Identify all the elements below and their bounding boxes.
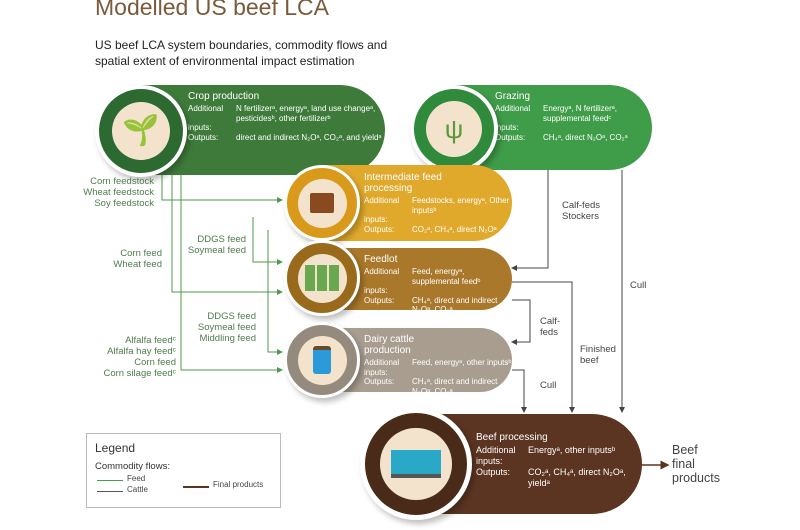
- flow-label: Soymeal feed: [197, 322, 256, 333]
- flow-label: Middling feed: [199, 333, 256, 344]
- node-title: Grazing: [495, 91, 531, 102]
- label: inputs:: [364, 215, 388, 224]
- flow-label: Alfalfa feedᶜ: [125, 335, 176, 346]
- label: inputs:: [476, 456, 503, 466]
- calf-feds-label: Calf-feds: [540, 316, 560, 338]
- inputs: Feed, energyᵃ, supplemental feedᵇ: [412, 267, 481, 286]
- label: Additional: [364, 267, 400, 276]
- outputs: CO₂ᵃ, CH₄ᵃ, direct N₂Oᵃ, yieldᵃ: [528, 467, 626, 488]
- page-title: Modelled US beef LCA: [95, 0, 329, 20]
- flow-label: Finished: [580, 344, 616, 355]
- flow-label: products: [672, 471, 720, 485]
- inputs: Energyᵃ, other inputsᵇ: [528, 445, 616, 455]
- flow-label: DDGS feed: [207, 311, 256, 322]
- label: Outputs:: [476, 467, 511, 477]
- flow-label: Beef: [672, 443, 698, 457]
- cull-label: Cull: [630, 280, 647, 291]
- node-title: Beef processing: [476, 432, 548, 443]
- inputs: Feed, energyᵃ, other inputsᵇ: [412, 358, 512, 367]
- cattle-line-swatch: [97, 491, 123, 492]
- flow-label: Stockers: [562, 211, 599, 222]
- flow-label: Corn feed: [134, 357, 176, 368]
- label: Additional: [364, 196, 400, 205]
- flow-label: Calf-feds: [562, 200, 601, 211]
- outputs: CH₄ᵃ, direct and indirect N₂Oᵃ, CO₂ᵃ: [412, 377, 498, 396]
- subtitle: US beef LCA system boundaries, commodity…: [95, 38, 388, 68]
- flow-label: Alfalfa hay feedᶜ: [107, 346, 176, 357]
- legend-cattle: Cattle: [127, 485, 148, 494]
- outputs: direct and indirect N₂Oᵃ, CO₂ᵃ, and yiel…: [236, 132, 382, 142]
- label: Additional: [364, 358, 400, 367]
- label: Outputs:: [495, 132, 526, 142]
- final-line-swatch: [183, 486, 209, 488]
- inputs: Feedstocks, energyᵃ, Other inputsᵇ: [412, 196, 510, 215]
- label: Outputs:: [364, 295, 395, 305]
- flow-label: final: [672, 457, 695, 471]
- flow-label: Soy feedstock: [94, 198, 154, 209]
- legend-feed: Feed: [127, 474, 146, 483]
- flow-label: beef: [580, 355, 599, 366]
- node-title: Crop production: [188, 91, 260, 102]
- legend-subtitle: Commodity flows:: [95, 461, 170, 472]
- node-title: Intermediate feed processing: [364, 172, 442, 194]
- label: Outputs:: [188, 132, 219, 142]
- label: inputs:: [364, 367, 388, 377]
- label: inputs:: [188, 123, 212, 132]
- flow-label: DDGS feed: [197, 234, 246, 245]
- flow-label: Corn feedstock: [90, 176, 154, 187]
- legend-title: Legend: [95, 441, 136, 455]
- flow-label: Soymeal feed: [187, 245, 246, 256]
- label: inputs:: [495, 123, 519, 132]
- outputs: CH₄ᵃ, direct and indirect N₂Oᵃ, CO₂ᵃ: [412, 295, 498, 315]
- plant-icon: 🌱: [95, 85, 187, 177]
- label: Additional: [495, 104, 531, 113]
- flow-label: Calf-: [540, 316, 561, 327]
- outputs: CH₄ᵃ, direct N₂Oᵃ, CO₂ᵃ: [543, 132, 628, 142]
- cull-label-dairy: Cull: [540, 380, 557, 391]
- inputs: Energyᵃ, N fertilizerᵃ, supplemental fee…: [543, 104, 617, 123]
- grass-icon: ψ: [410, 85, 498, 173]
- inputs: N fertilizerᵃ, energyᵃ, land use changeᵃ…: [236, 104, 376, 123]
- flow-label: Corn silage feedᶜ: [103, 368, 176, 379]
- label: Additional: [188, 104, 224, 113]
- fence-icon: [284, 240, 360, 316]
- flow-label: feds: [540, 327, 558, 338]
- feed-sack-icon: [284, 165, 360, 241]
- outputs: CO₂ᵃ, CH₄ᵃ, direct N₂Oᵃ: [412, 224, 497, 234]
- factory-icon: [360, 408, 472, 520]
- label: Outputs:: [364, 224, 395, 234]
- node-title: Dairy cattle production: [364, 334, 415, 356]
- node-title: Feedlot: [364, 254, 398, 265]
- label: inputs:: [364, 286, 388, 295]
- label: Outputs:: [364, 377, 395, 386]
- flow-label: Corn feed: [120, 248, 162, 259]
- legend-final: Final products: [213, 480, 264, 489]
- label: Additional: [476, 445, 516, 455]
- milk-jar-icon: [284, 322, 360, 398]
- flow-label: Wheat feedstock: [83, 187, 154, 198]
- feed-line-swatch: [97, 480, 123, 481]
- legend: Legend Commodity flows: Feed Cattle Fina…: [86, 433, 281, 508]
- flow-label: Wheat feed: [113, 259, 162, 270]
